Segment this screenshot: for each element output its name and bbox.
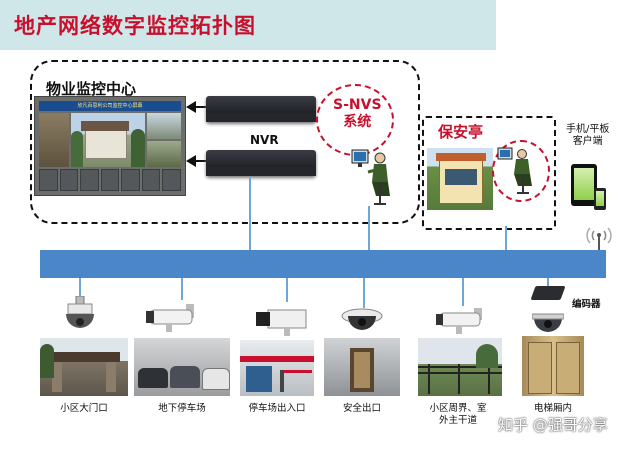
monitoring-center-zone	[30, 60, 420, 224]
arrow-shaft	[195, 106, 207, 108]
site-photo-elevator	[522, 336, 584, 396]
box-camera-icon	[256, 309, 307, 336]
connector-line	[363, 278, 365, 308]
bullet-camera-icon	[436, 308, 482, 334]
arrow-icon	[186, 101, 196, 113]
snvs-label-line2: 系统	[343, 114, 372, 130]
connector-line	[462, 278, 464, 306]
guard-operator-ring	[492, 140, 550, 202]
site-photo-main-gate	[40, 338, 128, 396]
mobile-client-label-line1: 手机/平板	[566, 124, 610, 135]
video-wall-pane	[39, 113, 69, 167]
mobile-client-label: 手机/平板 客户端	[566, 124, 609, 148]
video-wall: 欣凡百思利公司监控中心屏幕	[34, 96, 186, 196]
site-photo-safety-exit	[324, 338, 400, 396]
guard-booth-photo	[427, 148, 493, 210]
video-wall-pane	[71, 113, 145, 167]
site-photo-parking-entrance	[240, 340, 314, 396]
site-label-underground-parking: 地下停车场	[158, 403, 206, 414]
arrow-shaft	[195, 160, 207, 162]
monitoring-center-title: 物业监控中心	[46, 80, 137, 98]
connector-line	[286, 278, 288, 302]
ptz-dome-camera-icon	[66, 296, 94, 328]
encoder-device	[530, 286, 566, 300]
site-label-elevator: 电梯厢内	[533, 403, 572, 414]
site-photo-underground-parking	[134, 338, 230, 396]
guard-operator-icon	[497, 147, 532, 194]
elevator-dome-camera-icon	[532, 313, 564, 332]
connector-line	[181, 278, 183, 300]
watermark: 知乎 @强哥分享	[498, 416, 608, 434]
nvr-device	[206, 150, 316, 176]
site-label-parking-entrance: 停车场出入口	[248, 403, 306, 414]
video-wall-pane	[147, 141, 181, 167]
snvs-label-line1: S-NVS	[333, 97, 382, 113]
connector-line	[249, 178, 251, 250]
arrow-icon	[186, 155, 196, 167]
site-label-safety-exit: 安全出口	[342, 403, 381, 414]
network-bus	[40, 250, 606, 278]
nvr-device	[206, 96, 316, 122]
connector-line	[547, 278, 549, 288]
indoor-dome-camera-icon	[341, 308, 383, 330]
wireless-icon	[586, 227, 612, 254]
guard-house-title: 保安亭	[438, 123, 484, 141]
encoder-label: 编码器	[572, 299, 601, 310]
tablet-icon	[571, 164, 597, 206]
site-label-perimeter: 小区周界、室外主干道	[429, 403, 487, 426]
operator-icon	[351, 149, 390, 205]
snvs-label: S-NVS 系统	[333, 97, 382, 131]
site-photo-perimeter	[418, 338, 502, 396]
video-wall-lower-grid	[39, 169, 182, 191]
diagram-title: 地产网络数字监控拓扑图	[14, 14, 256, 38]
connector-line	[368, 206, 370, 250]
video-wall-banner: 欣凡百思利公司监控中心屏幕	[77, 103, 143, 109]
header-band	[0, 0, 496, 50]
connector-line	[505, 226, 507, 250]
bullet-camera-icon	[146, 304, 194, 332]
mobile-client-label-line2: 客户端	[572, 136, 603, 147]
guard-house-zone	[422, 116, 556, 230]
video-wall-pane	[147, 113, 181, 139]
nvr-label: NVR	[250, 133, 279, 147]
site-label-main-gate: 小区大门口	[60, 403, 108, 414]
connector-line	[79, 278, 81, 298]
phone-icon	[594, 188, 606, 210]
